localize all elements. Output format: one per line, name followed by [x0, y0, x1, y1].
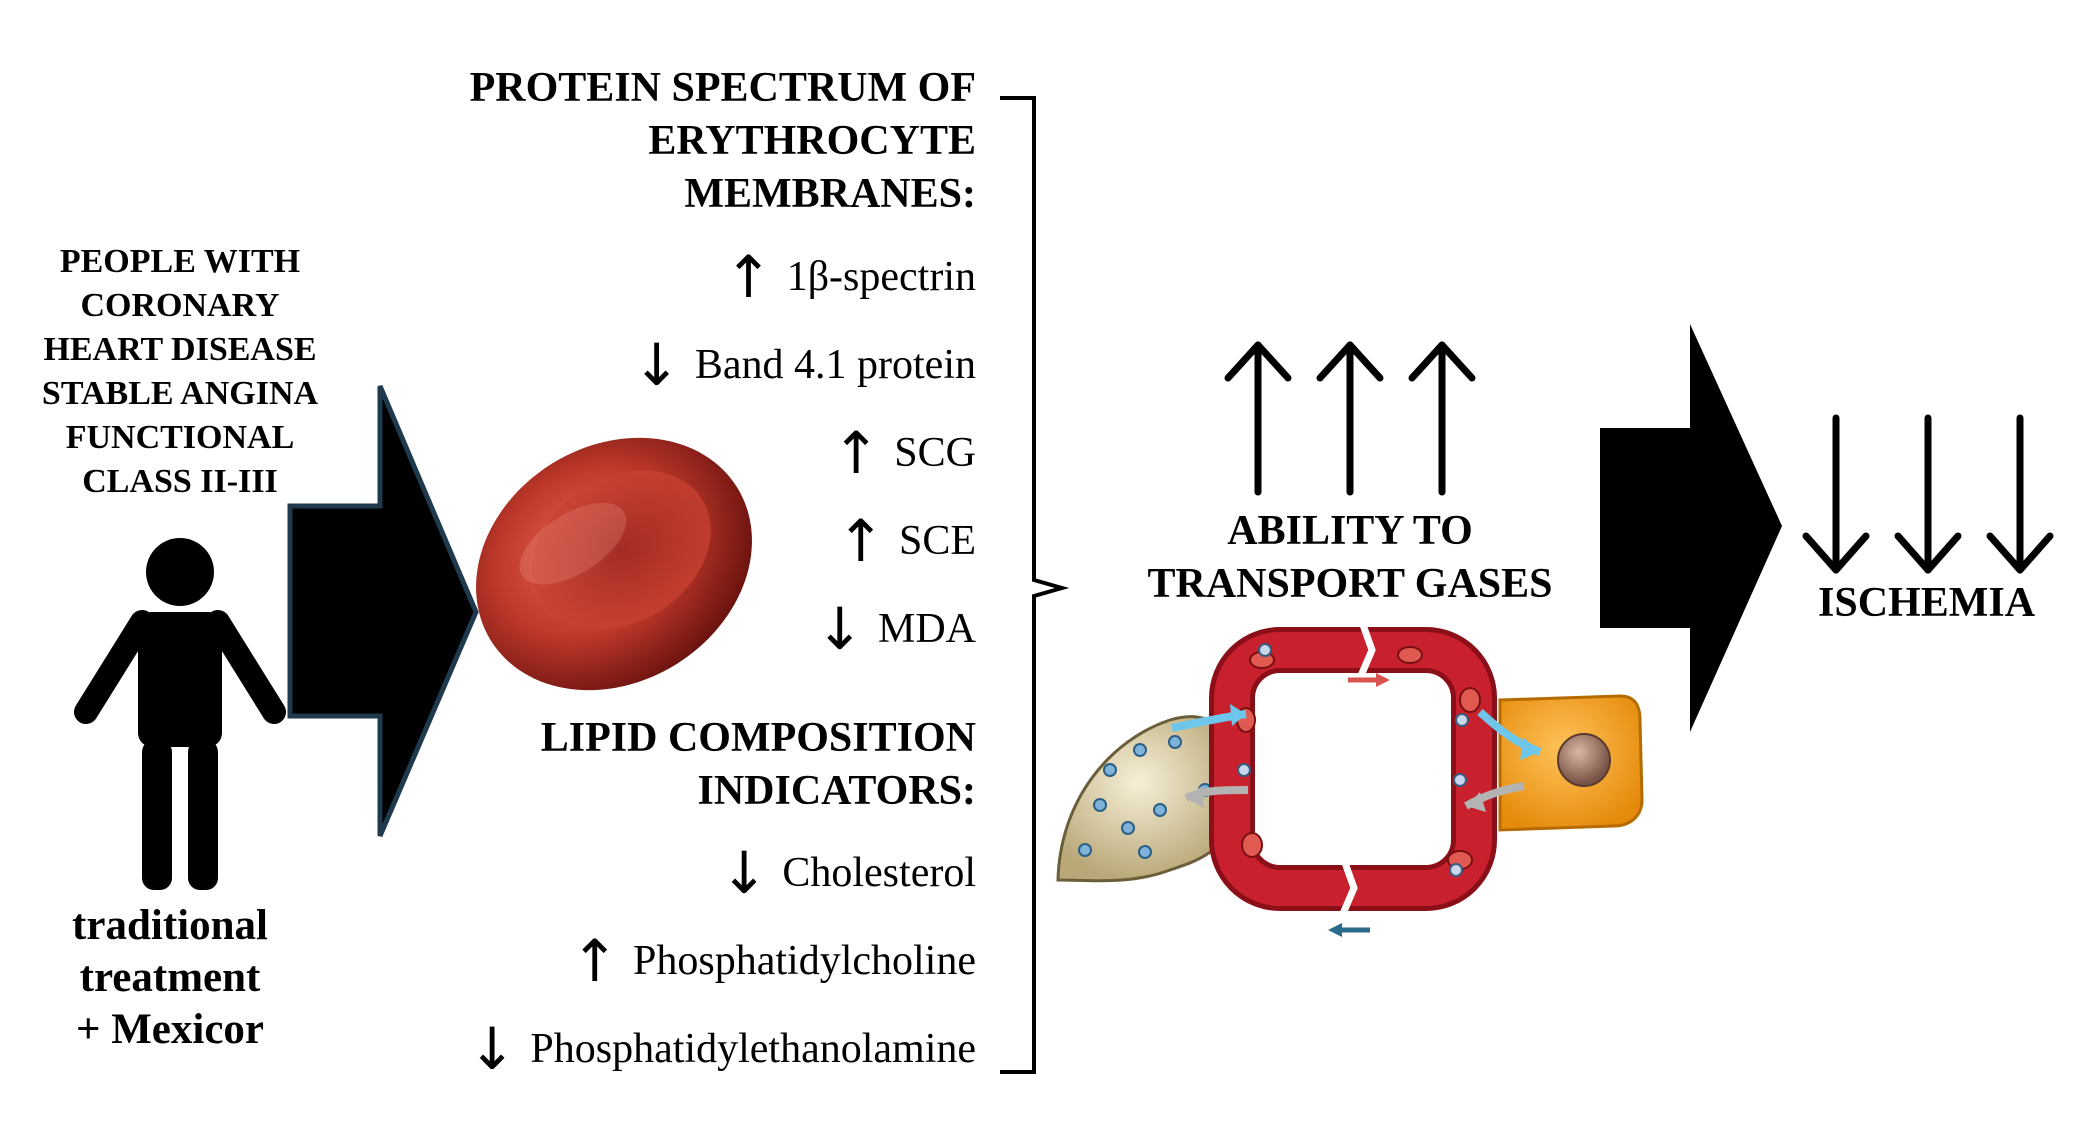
indicator-row: ↑ SCE	[836, 506, 976, 576]
heading-line: INDICATORS:	[697, 768, 977, 814]
indicator-row: ↓ Cholesterol	[720, 838, 976, 908]
patient-line: HEART DISEASE	[43, 331, 317, 368]
left-block-arrow	[287, 385, 479, 837]
ischemia-down-arrows	[1802, 414, 2054, 574]
up-arrow-icon: ↑	[724, 243, 773, 311]
indicator-label: Phosphatidylethanolamine	[530, 1026, 976, 1072]
protein-section-heading: PROTEIN SPECTRUM OF ERYTHROCYTE MEMBRANE…	[470, 62, 976, 221]
treatment-label: traditional treatment + Mexicor	[30, 900, 310, 1056]
down-arrow-2	[1894, 414, 1962, 574]
down-arrow-icon: ↓	[815, 595, 864, 663]
gas-up-arrows	[1224, 341, 1476, 496]
heading-line: PROTEIN SPECTRUM OF	[469, 65, 976, 111]
patient-line: FUNCTIONAL	[65, 419, 295, 456]
patient-line: CLASS II-III	[82, 463, 278, 500]
gas-transport-line: TRANSPORT GASES	[1147, 561, 1553, 607]
up-arrow-3	[1408, 341, 1476, 496]
right-block-arrow	[1600, 324, 1782, 732]
indicator-row: ↓ MDA	[815, 594, 976, 664]
patient-line: STABLE ANGINA	[41, 375, 319, 412]
up-arrow-icon: ↑	[831, 419, 881, 487]
indicator-row: ↑ 1β-spectrin	[724, 242, 976, 312]
indicator-row: ↓ Phosphatidylethanolamine	[468, 1014, 976, 1084]
treatment-line: treatment	[79, 954, 261, 1001]
erythrocyte-icon	[476, 437, 752, 691]
indicator-label: SCG	[894, 430, 976, 476]
patient-label: PEOPLE WITH CORONARY HEART DISEASE STABL…	[0, 240, 360, 504]
indicator-label: Phosphatidylcholine	[633, 938, 976, 984]
gas-transport-line: ABILITY TO	[1227, 508, 1473, 554]
down-arrow-icon: ↓	[719, 839, 769, 907]
indicator-row: ↓ Band 4.1 protein	[632, 330, 976, 400]
lipid-section-heading: LIPID COMPOSITION INDICATORS:	[541, 712, 976, 818]
patient-line: CORONARY	[80, 287, 280, 324]
down-arrow-icon: ↓	[467, 1015, 517, 1083]
grouping-bracket	[1000, 96, 1070, 1074]
indicator-label: Cholesterol	[782, 850, 976, 896]
down-arrow-3	[1986, 414, 2054, 574]
indicator-label: Band 4.1 protein	[694, 342, 976, 388]
ischemia-label: ISCHEMIA	[1818, 580, 2036, 626]
up-arrow-2	[1316, 341, 1384, 496]
gas-transport-label: ABILITY TO TRANSPORT GASES	[1110, 505, 1590, 611]
up-arrow-1	[1224, 341, 1292, 496]
heading-line: LIPID COMPOSITION	[540, 715, 976, 761]
treatment-line: traditional	[72, 902, 268, 949]
person-icon	[74, 538, 286, 890]
treatment-line: + Mexicor	[75, 1006, 265, 1053]
indicator-label: MDA	[877, 606, 976, 652]
up-arrow-icon: ↑	[836, 507, 885, 575]
indicator-label: 1β-spectrin	[786, 254, 976, 300]
up-arrow-icon: ↑	[570, 927, 620, 995]
indicator-row: ↑ Phosphatidylcholine	[570, 926, 976, 996]
capillary-exchange-icon	[1056, 620, 1644, 937]
indicator-row: ↑ SCG	[832, 418, 976, 488]
indicator-label: SCE	[898, 518, 976, 564]
down-arrow-1	[1802, 414, 1870, 574]
patient-line: PEOPLE WITH	[59, 243, 301, 280]
heading-line: ERYTHROCYTE	[648, 118, 976, 164]
down-arrow-icon: ↓	[632, 331, 681, 399]
heading-line: MEMBRANES:	[684, 171, 976, 217]
